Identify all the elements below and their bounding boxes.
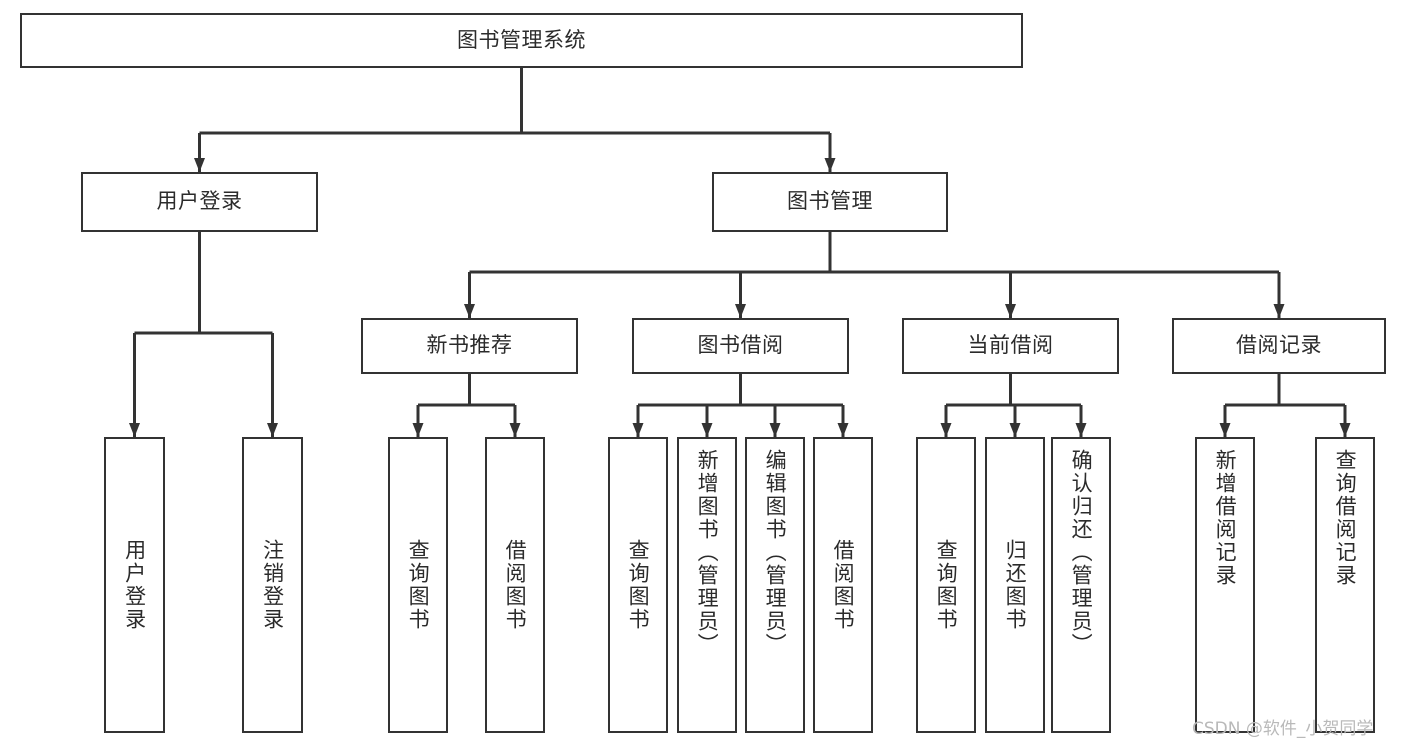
conn-userlogin-bus-arrow-1 — [267, 423, 278, 437]
conn-newbook-bus-arrow-1 — [509, 423, 521, 437]
conn-bookmanage-bus-arrow-1 — [735, 304, 746, 318]
leaf-leaf-query-borrow-record[interactable]: 查询借阅记录 — [1315, 437, 1375, 733]
node-label: 新书推荐 — [426, 333, 513, 358]
leaf-leaf-borrow-book[interactable]: 借阅图书 — [813, 437, 873, 733]
conn-borrowrecord-bus-arrow-1 — [1339, 423, 1351, 437]
node-label: 当前借阅 — [967, 333, 1054, 358]
conn-borrowrecord-bus-arrow-0 — [1219, 423, 1231, 437]
conn-currentborrow-bus-arrow-0 — [940, 423, 952, 437]
conn-userlogin-bus-arrow-0 — [129, 423, 140, 437]
node-label: 注销登录 — [260, 539, 285, 631]
node-user-login[interactable]: 用户登录 — [81, 172, 318, 232]
conn-newbook-bus-arrow-0 — [412, 423, 424, 437]
leaf-leaf-user-login[interactable]: 用户登录 — [104, 437, 165, 733]
conn-bookborrow-bus-arrow-2 — [769, 423, 781, 437]
node-label: 新增图书（管理员） — [695, 449, 720, 656]
node-label: 查询图书 — [626, 539, 651, 631]
node-label: 借阅图书 — [831, 539, 856, 631]
csdn-watermark: CSDN @软件_小贺同学 — [1192, 719, 1374, 739]
conn-bookborrow-bus-arrow-0 — [632, 423, 644, 437]
leaf-leaf-confirm-return-admin[interactable]: 确认归还（管理员） — [1051, 437, 1111, 733]
conn-currentborrow-bus-arrow-1 — [1009, 423, 1021, 437]
node-book-manage[interactable]: 图书管理 — [712, 172, 948, 232]
node-root[interactable]: 图书管理系统 — [20, 13, 1023, 68]
conn-bookborrow-bus-arrow-3 — [837, 423, 849, 437]
node-label: 新增借阅记录 — [1213, 449, 1238, 587]
leaf-leaf-borrow-book-rec[interactable]: 借阅图书 — [485, 437, 545, 733]
node-label: 查询图书 — [934, 539, 959, 631]
conn-root-bus-arrow-1 — [824, 158, 836, 172]
leaf-leaf-add-borrow-record[interactable]: 新增借阅记录 — [1195, 437, 1255, 733]
leaf-leaf-query-book-borrow[interactable]: 查询图书 — [608, 437, 668, 733]
node-borrow-record[interactable]: 借阅记录 — [1172, 318, 1386, 374]
conn-currentborrow-bus-arrow-2 — [1075, 423, 1087, 437]
node-label: 图书管理 — [787, 189, 873, 214]
node-label: 编辑图书（管理员） — [763, 449, 788, 656]
node-new-book-recommend[interactable]: 新书推荐 — [361, 318, 578, 374]
node-label: 用户登录 — [156, 189, 243, 214]
node-label: 查询借阅记录 — [1333, 449, 1358, 587]
leaf-leaf-return-book[interactable]: 归还图书 — [985, 437, 1045, 733]
node-label: 图书管理系统 — [457, 27, 586, 52]
node-label: 借阅记录 — [1236, 333, 1322, 358]
node-book-borrow[interactable]: 图书借阅 — [632, 318, 849, 374]
node-label: 借阅图书 — [503, 539, 528, 631]
node-current-borrow[interactable]: 当前借阅 — [902, 318, 1119, 374]
conn-bookmanage-bus-arrow-0 — [464, 304, 475, 318]
node-label: 确认归还（管理员） — [1069, 449, 1094, 656]
leaf-leaf-add-book-admin[interactable]: 新增图书（管理员） — [677, 437, 737, 733]
conn-root-bus-arrow-0 — [194, 158, 205, 172]
conn-bookborrow-bus-arrow-1 — [701, 423, 713, 437]
leaf-leaf-query-book-current[interactable]: 查询图书 — [916, 437, 976, 733]
leaf-leaf-edit-book-admin[interactable]: 编辑图书（管理员） — [745, 437, 805, 733]
leaf-leaf-logout-login[interactable]: 注销登录 — [242, 437, 303, 733]
node-label: 查询图书 — [406, 539, 431, 631]
node-label: 归还图书 — [1003, 539, 1028, 631]
conn-bookmanage-bus-arrow-3 — [1273, 304, 1285, 318]
node-label: 用户登录 — [122, 539, 147, 631]
leaf-leaf-query-book-rec[interactable]: 查询图书 — [388, 437, 448, 733]
conn-bookmanage-bus-arrow-2 — [1005, 304, 1016, 318]
node-label: 图书借阅 — [697, 333, 784, 358]
